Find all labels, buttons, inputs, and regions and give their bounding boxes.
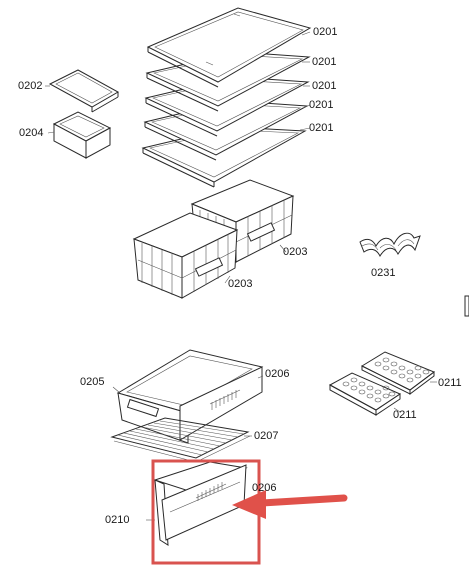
label-crisper-right: 0203 (283, 246, 308, 258)
label-shelf-1: 0201 (313, 26, 338, 38)
wire-shelf (110, 417, 252, 463)
glass-shelf-stack (141, 7, 312, 188)
label-shelf-2: 0201 (312, 56, 337, 68)
label-shelf-3: 0201 (312, 80, 337, 92)
label-wire-shelf: 0207 (254, 430, 279, 442)
label-shelf-4: 0201 (309, 99, 334, 111)
label-ice-tray-top: 0211 (438, 377, 462, 389)
small-box (47, 111, 112, 159)
label-drawer-right: 0206 (265, 368, 290, 380)
arrow-pointer-icon (232, 490, 348, 519)
glass-shelf-1 (146, 7, 312, 88)
small-shelf (45, 69, 120, 113)
label-bottom-drawer: 0210 (105, 514, 130, 526)
crisper-drawer-left (132, 212, 239, 299)
label-shelf-5: 0201 (309, 122, 334, 134)
label-bottle-rack: 0231 (371, 267, 396, 279)
label-drawer-left: 0205 (80, 376, 105, 388)
ice-tray-top (360, 351, 437, 395)
label-bottom-drawer-front: 0206 (252, 482, 277, 494)
label-ice-tray-bottom: 0211 (393, 409, 417, 421)
ice-tray-bottom (328, 372, 402, 416)
label-crisper-left: 0203 (228, 278, 253, 290)
bottle-rack (359, 232, 421, 258)
bottom-freezer-drawer (146, 461, 248, 546)
label-small-shelf: 0202 (18, 80, 43, 92)
freezer-drawer (112, 349, 264, 444)
label-small-box: 0204 (19, 127, 44, 139)
